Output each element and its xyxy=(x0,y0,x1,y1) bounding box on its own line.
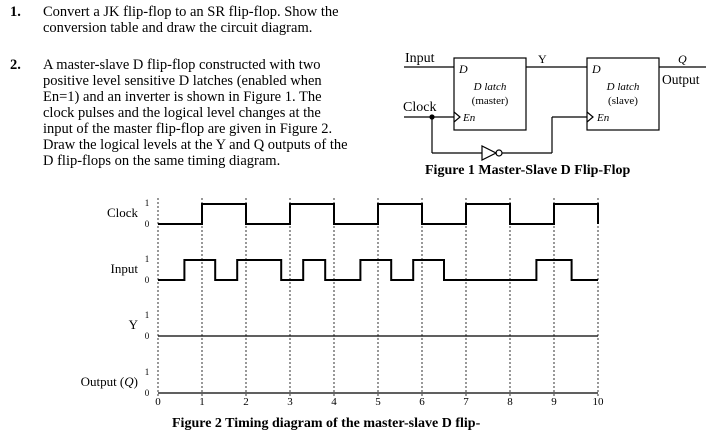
level-low-label: 0 xyxy=(145,219,150,229)
time-tick-label: 7 xyxy=(463,396,469,408)
waveforms xyxy=(158,203,599,394)
signal-label: Output (Q) xyxy=(81,374,138,389)
slave-en-label: En xyxy=(596,112,610,124)
slave-en-marker xyxy=(586,111,594,123)
question-line: input of the master flip-flop are given … xyxy=(43,121,333,137)
y-label: Y xyxy=(538,52,547,66)
figure1-caption: Figure 1 Master-Slave D Flip-Flop xyxy=(425,163,631,178)
question-line: Draw the logical levels at the Y and Q o… xyxy=(43,137,348,153)
input-label: Input xyxy=(405,51,435,66)
master-d-label: D xyxy=(458,62,468,76)
slave-latch-box xyxy=(586,57,660,131)
level-high-label: 1 xyxy=(145,310,150,320)
master-latch-box xyxy=(453,57,527,131)
time-tick-label: 6 xyxy=(419,396,425,408)
level-low-label: 0 xyxy=(145,275,150,285)
level-low-label: 0 xyxy=(145,331,150,341)
time-tick-label: 3 xyxy=(287,396,293,408)
time-tick-label: 8 xyxy=(507,396,513,408)
time-tick-label: 9 xyxy=(551,396,557,408)
question-line: En=1) and an inverter is shown in Figure… xyxy=(43,89,322,105)
level-high-label: 1 xyxy=(145,254,150,264)
time-tick-label: 5 xyxy=(375,396,381,408)
question-line: A master-slave D flip-flop constructed w… xyxy=(43,57,321,73)
time-tick-labels: 0 1 2 3 4 5 6 7 8 9 10 xyxy=(155,396,604,408)
inverter-gate xyxy=(481,145,498,161)
time-tick-label: 2 xyxy=(243,396,249,408)
figure1-circuit: Input Clock Y Q Output D D latch (master… xyxy=(403,51,706,178)
question-line: conversion table and draw the circuit di… xyxy=(43,20,313,36)
slave-role: (slave) xyxy=(608,95,638,107)
level-high-label: 1 xyxy=(145,198,150,208)
time-tick-label: 1 xyxy=(199,396,205,408)
signal-label: Input xyxy=(111,261,139,276)
time-tick-label: 0 xyxy=(155,396,161,408)
time-tick-label: 4 xyxy=(331,396,337,408)
question-number: 2. xyxy=(10,57,21,73)
time-gridlines xyxy=(157,198,599,398)
question-line: D flip-flops on the same timing diagram. xyxy=(43,153,281,169)
input-waveform xyxy=(158,259,598,281)
question-line: clock pulses and the logical level chang… xyxy=(43,105,321,121)
clock-junction xyxy=(429,114,435,120)
clock-label: Clock xyxy=(403,100,436,115)
q-label: Q xyxy=(678,52,687,66)
question-number: 1. xyxy=(10,4,21,20)
question-line: Convert a JK flip-flop to an SR flip-flo… xyxy=(43,4,339,20)
clock-waveform xyxy=(158,203,599,225)
output-label: Output xyxy=(662,72,700,87)
level-low-label: 0 xyxy=(145,388,150,398)
master-en-label: En xyxy=(462,112,476,124)
master-en-marker xyxy=(453,111,461,123)
master-role: (master) xyxy=(472,95,509,107)
question-line: positive level sensitive D latches (enab… xyxy=(43,73,322,89)
signal-label: Y xyxy=(129,317,139,332)
master-name: D latch xyxy=(473,81,507,93)
signal-label: Clock xyxy=(107,205,139,220)
time-tick-label: 10 xyxy=(593,396,605,408)
figure2-caption: Figure 2 Timing diagram of the master-sl… xyxy=(172,416,481,431)
slave-d-label: D xyxy=(591,62,601,76)
slave-name: D latch xyxy=(606,81,640,93)
level-high-label: 1 xyxy=(145,367,150,377)
